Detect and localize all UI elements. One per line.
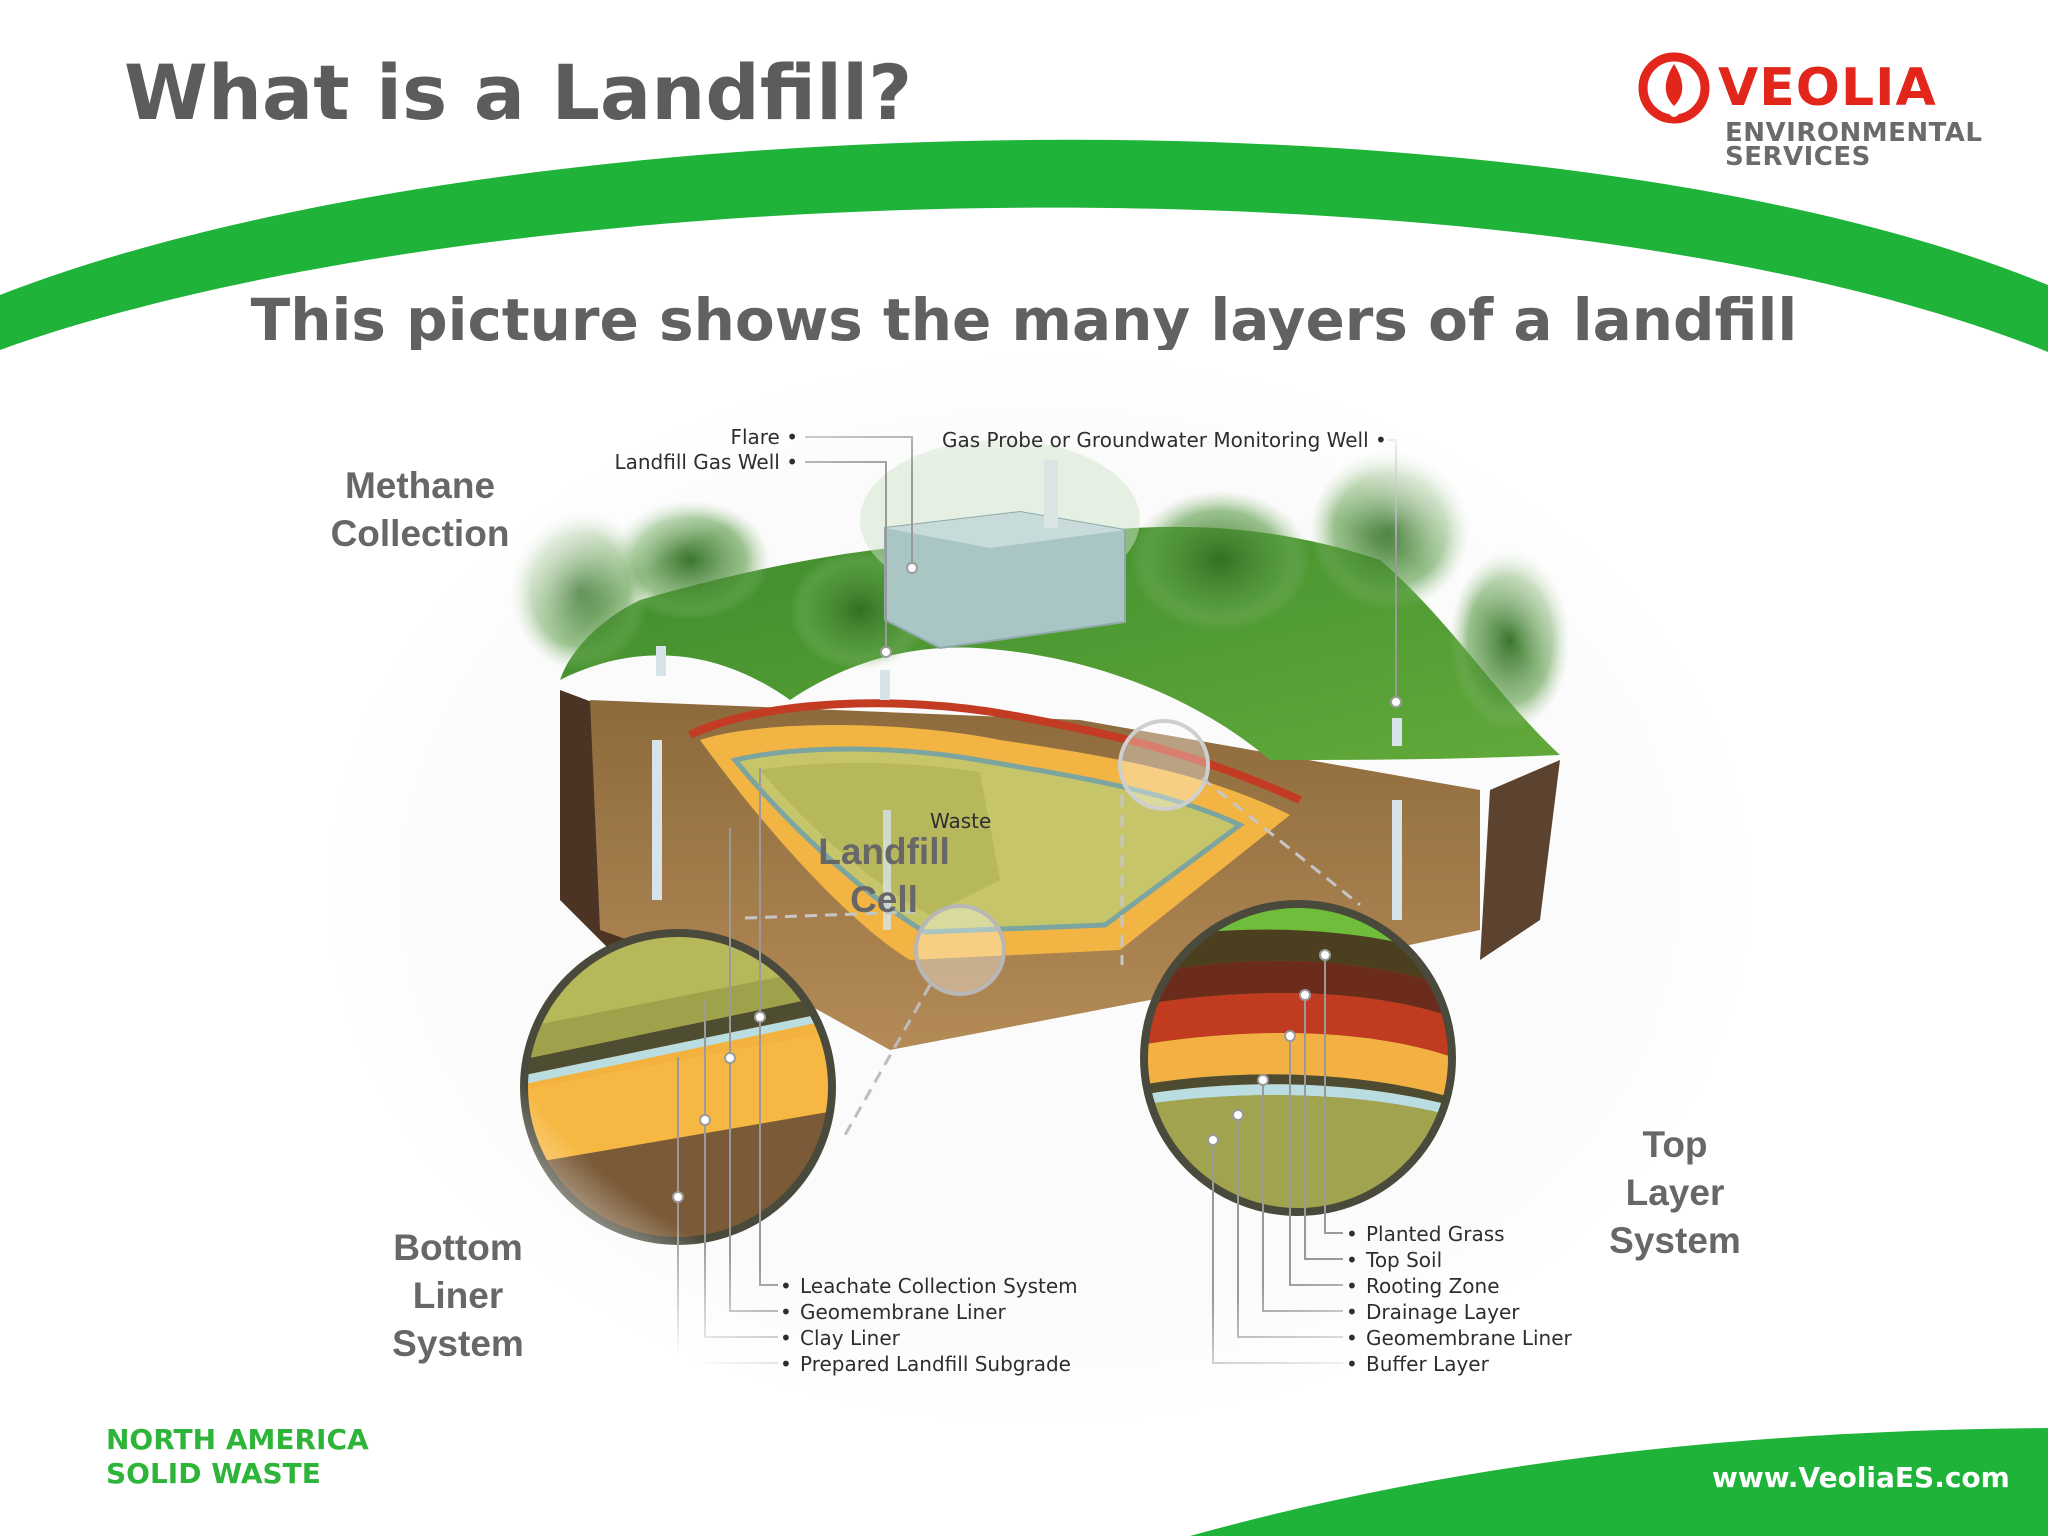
list-item: Clay Liner bbox=[780, 1325, 1078, 1351]
flare-callout: Flare • bbox=[730, 425, 798, 449]
top-layer-layers-list: Planted Grass Top Soil Rooting Zone Drai… bbox=[1346, 1221, 1572, 1377]
list-item: Buffer Layer bbox=[1346, 1351, 1572, 1377]
list-item: Top Soil bbox=[1346, 1247, 1572, 1273]
landfill-illustration bbox=[320, 350, 1760, 1430]
list-item: Drainage Layer bbox=[1346, 1299, 1572, 1325]
bottom-liner-layers-list: Leachate Collection System Geomembrane L… bbox=[780, 1273, 1078, 1377]
list-item: Geomembrane Liner bbox=[1346, 1325, 1572, 1351]
list-item: Prepared Landfill Subgrade bbox=[780, 1351, 1078, 1377]
landfill-gas-well-callout: Landfill Gas Well • bbox=[614, 450, 798, 474]
header-swoosh bbox=[0, 139, 2048, 352]
bottom-liner-system-label: Bottom Liner System bbox=[392, 1227, 524, 1364]
gas-probe-callout: Gas Probe or Groundwater Monitoring Well… bbox=[942, 428, 1387, 452]
logo-subline-2: SERVICES bbox=[1725, 142, 1871, 172]
list-item: Rooting Zone bbox=[1346, 1273, 1572, 1299]
methane-collection-label: Methane Collection bbox=[330, 465, 510, 554]
footer-region-label: NORTH AMERICA SOLID WASTE bbox=[106, 1423, 369, 1490]
footer-website-link[interactable]: www.VeoliaES.com bbox=[1712, 1461, 2010, 1494]
page-title: What is a Landfill? bbox=[124, 48, 913, 137]
waste-callout: Waste bbox=[930, 809, 992, 833]
logo-subline-1: ENVIRONMENTAL bbox=[1725, 118, 1983, 148]
top-layer-system-label: Top Layer System bbox=[1609, 1124, 1741, 1261]
list-item: Leachate Collection System bbox=[780, 1273, 1078, 1299]
footer-swoosh bbox=[1190, 1428, 2048, 1536]
list-item: Geomembrane Liner bbox=[780, 1299, 1078, 1325]
page-subtitle: This picture shows the many layers of a … bbox=[250, 286, 1798, 354]
list-item: Planted Grass bbox=[1346, 1221, 1572, 1247]
logo-wordmark: VEOLIA bbox=[1718, 58, 1937, 118]
landfill-cell-label: Landfill Cell bbox=[818, 831, 950, 920]
veolia-logo-icon bbox=[1638, 52, 1710, 124]
